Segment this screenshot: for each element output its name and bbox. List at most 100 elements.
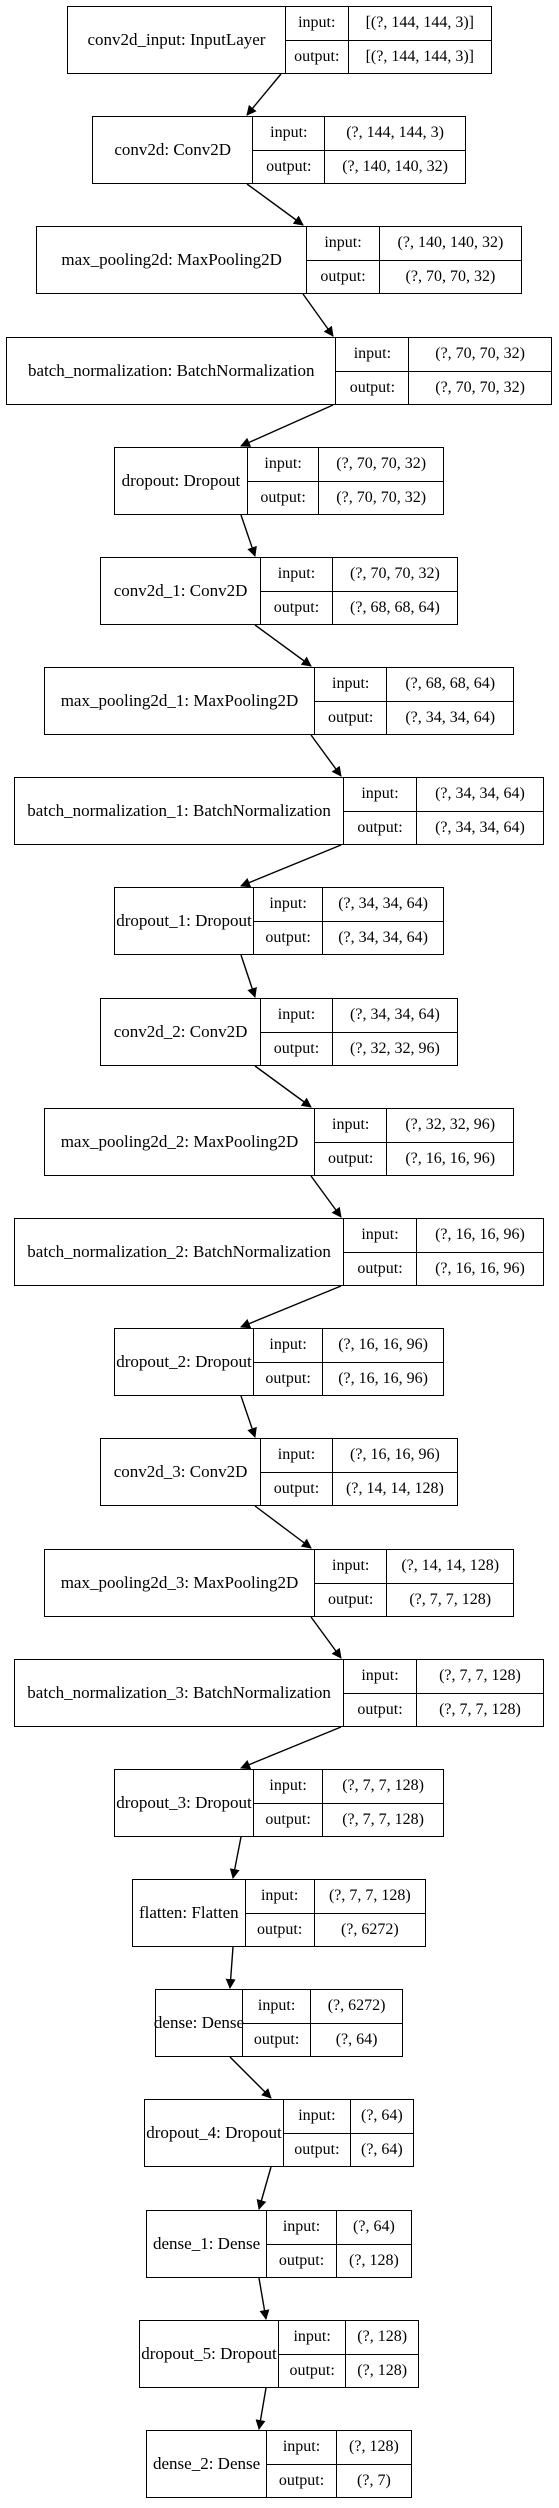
io-labels: input: output:: [344, 1660, 417, 1726]
input-shape: [(?, 144, 144, 3)]: [348, 7, 491, 41]
io-values: [(?, 144, 144, 3)][(?, 144, 144, 3)]: [348, 7, 491, 73]
output-shape: (?, 16, 16, 96): [405, 1149, 496, 1167]
output-shape: (?, 128): [349, 2251, 399, 2269]
output-shape: (?, 32, 32, 96): [350, 1039, 440, 1057]
layer-name: dropout: Dropout: [115, 448, 248, 514]
output-label: output:: [278, 2471, 325, 2489]
output-shape: (?, 34, 34, 64): [338, 928, 428, 946]
layer-name: conv2d: Conv2D: [93, 117, 254, 183]
input-label: input:: [254, 1770, 323, 1804]
input-label: input:: [307, 227, 379, 261]
input-shape: (?, 144, 144, 3): [325, 117, 465, 151]
output-shape: (?, 64): [335, 2030, 378, 2048]
output-shape: (?, 7): [357, 2471, 391, 2489]
io-values: (?, 64) (?, 128): [336, 2211, 411, 2277]
edge-arrow: [225, 1946, 236, 1989]
input-shape: (?, 128): [346, 2321, 418, 2355]
output-shape: (?, 7, 7, 128): [342, 1810, 424, 1828]
output-shape: (?, 7, 7, 128): [439, 1700, 521, 1718]
layer-name: conv2d_3: Conv2D: [101, 1439, 262, 1505]
io-values: (?, 70, 70, 32)(?, 68, 68, 64): [332, 558, 457, 624]
input-label: input:: [261, 999, 332, 1033]
output-label: output:: [294, 2140, 340, 2158]
io-labels: input:output:: [254, 1770, 324, 1836]
edge-arrow: [254, 1065, 312, 1108]
edge-arrow: [246, 183, 304, 226]
output-label: output:: [357, 1700, 403, 1718]
io-labels: input:output:: [307, 227, 380, 293]
edge-arrow: [302, 293, 334, 337]
output-label: output:: [273, 598, 320, 616]
output-label: output:: [357, 818, 403, 836]
io-values: (?, 34, 34, 64)(?, 34, 34, 64): [416, 778, 543, 844]
input-label: input:: [267, 2431, 336, 2465]
input-label: input:: [261, 558, 332, 592]
io-labels: input:output:: [254, 888, 324, 954]
layer-name: conv2d_input: InputLayer: [68, 7, 286, 73]
io-labels: input:output:: [245, 1880, 315, 1946]
output-shape: (?, 34, 34, 64): [405, 708, 496, 726]
input-shape: (?, 64): [350, 2100, 413, 2134]
edge-arrow: [310, 1616, 342, 1659]
edge-arrow: [258, 2277, 270, 2320]
edge-arrow: [256, 2166, 272, 2210]
input-shape: (?, 128): [336, 2431, 411, 2465]
io-values: (?, 70, 70, 32) (?, 70, 70, 32): [409, 338, 551, 404]
input-label: input:: [314, 1109, 387, 1143]
io-labels: input:output:: [314, 1109, 388, 1175]
output-label: output:: [273, 1039, 320, 1057]
layer-name: max_pooling2d_1: MaxPooling2D: [45, 668, 315, 734]
edge-arrow: [240, 1285, 342, 1329]
edge-arrow: [310, 734, 342, 777]
output-label: output:: [260, 488, 306, 506]
io-values: (?, 70, 70, 32)(?, 70, 70, 32): [319, 448, 443, 514]
edge-arrow: [240, 1726, 342, 1770]
layer-name: batch_normalization_2: BatchNormalizatio…: [15, 1219, 345, 1285]
edge-arrow: [229, 1836, 242, 1879]
input-shape: (?, 32, 32, 96): [387, 1109, 513, 1143]
input-shape: (?, 68, 68, 64): [387, 668, 513, 702]
input-shape: (?, 140, 140, 32): [379, 227, 521, 261]
output-shape: (?, 140, 140, 32): [342, 157, 448, 175]
io-labels: input: output:: [261, 558, 333, 624]
input-label: input:: [314, 668, 387, 702]
output-label: output:: [273, 1479, 320, 1497]
io-values: (?, 6272)(?, 64): [311, 1990, 402, 2056]
input-shape: (?, 14, 14, 128): [387, 1550, 513, 1584]
input-shape: (?, 70, 70, 32): [409, 338, 551, 372]
io-values: (?, 16, 16, 96)(?, 16, 16, 96): [416, 1219, 543, 1285]
io-values: (?, 7, 7, 128)(?, 7, 7, 128): [416, 1660, 543, 1726]
layer-name: batch_normalization_3: BatchNormalizatio…: [15, 1660, 345, 1726]
io-values: (?, 16, 16, 96)(?, 14, 14, 128): [332, 1439, 457, 1505]
input-shape: (?, 70, 70, 32): [332, 558, 457, 592]
output-shape: (?, 70, 70, 32): [435, 378, 526, 396]
io-labels: input:output:: [314, 668, 388, 734]
input-shape: (?, 34, 34, 64): [323, 888, 443, 922]
output-label: output:: [289, 2361, 335, 2379]
layer-name: dropout_4: Dropout: [145, 2100, 284, 2166]
input-label: input:: [344, 1660, 416, 1694]
output-label: output:: [349, 378, 396, 396]
layer-name: batch_normalization: BatchNormalization: [7, 338, 337, 404]
layer-name: dense_1: Dense: [147, 2211, 268, 2277]
output-shape: (?, 6272): [340, 1920, 399, 1938]
input-shape: (?, 64): [336, 2211, 411, 2245]
input-label: input:: [285, 7, 348, 41]
layer-name: max_pooling2d_3: MaxPooling2D: [45, 1550, 315, 1616]
input-label: input:: [254, 1329, 323, 1363]
io-values: (?, 140, 140, 32)(?, 70, 70, 32): [379, 227, 521, 293]
output-label: output:: [265, 1369, 311, 1387]
output-label: output:: [266, 157, 312, 175]
io-labels: input:output:: [285, 7, 349, 73]
